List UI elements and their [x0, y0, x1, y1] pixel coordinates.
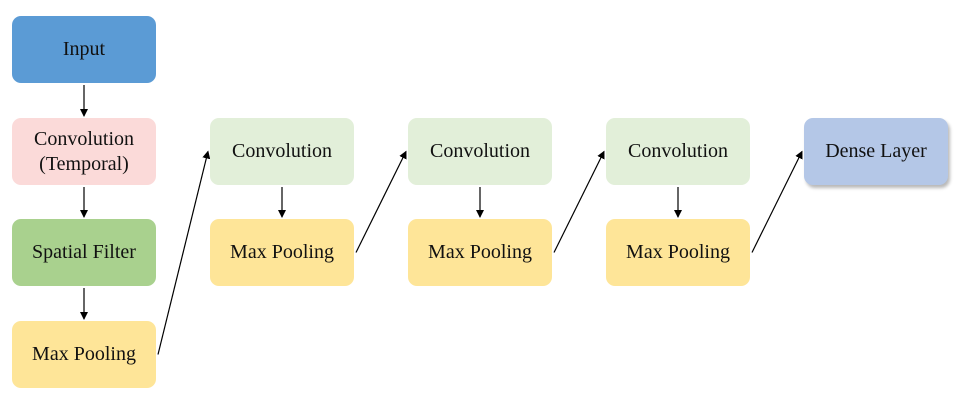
convolution-node-3: Convolution [408, 118, 552, 185]
convolution-node-2: Convolution [210, 118, 354, 185]
arrow-max_pool_4-to-dense [751, 150, 803, 253]
max-pooling-node-3: Max Pooling [408, 219, 552, 286]
spatial-filter-node: Spatial Filter [12, 219, 156, 286]
dense-layer-node: Dense Layer [804, 118, 948, 185]
max-pooling-node-2: Max Pooling [210, 219, 354, 286]
arrow-max_pool_2-to-conv_3 [355, 150, 407, 253]
arrow-max_pool_3-to-conv_4 [553, 150, 605, 253]
max-pooling-node-1: Max Pooling [12, 321, 156, 388]
input-node: Input [12, 16, 156, 83]
max-pooling-node-4: Max Pooling [606, 219, 750, 286]
arrow-max_pool_1-to-conv_2 [157, 150, 211, 355]
convolution-node-4: Convolution [606, 118, 750, 185]
temporal-convolution-node: Convolution (Temporal) [12, 118, 156, 185]
